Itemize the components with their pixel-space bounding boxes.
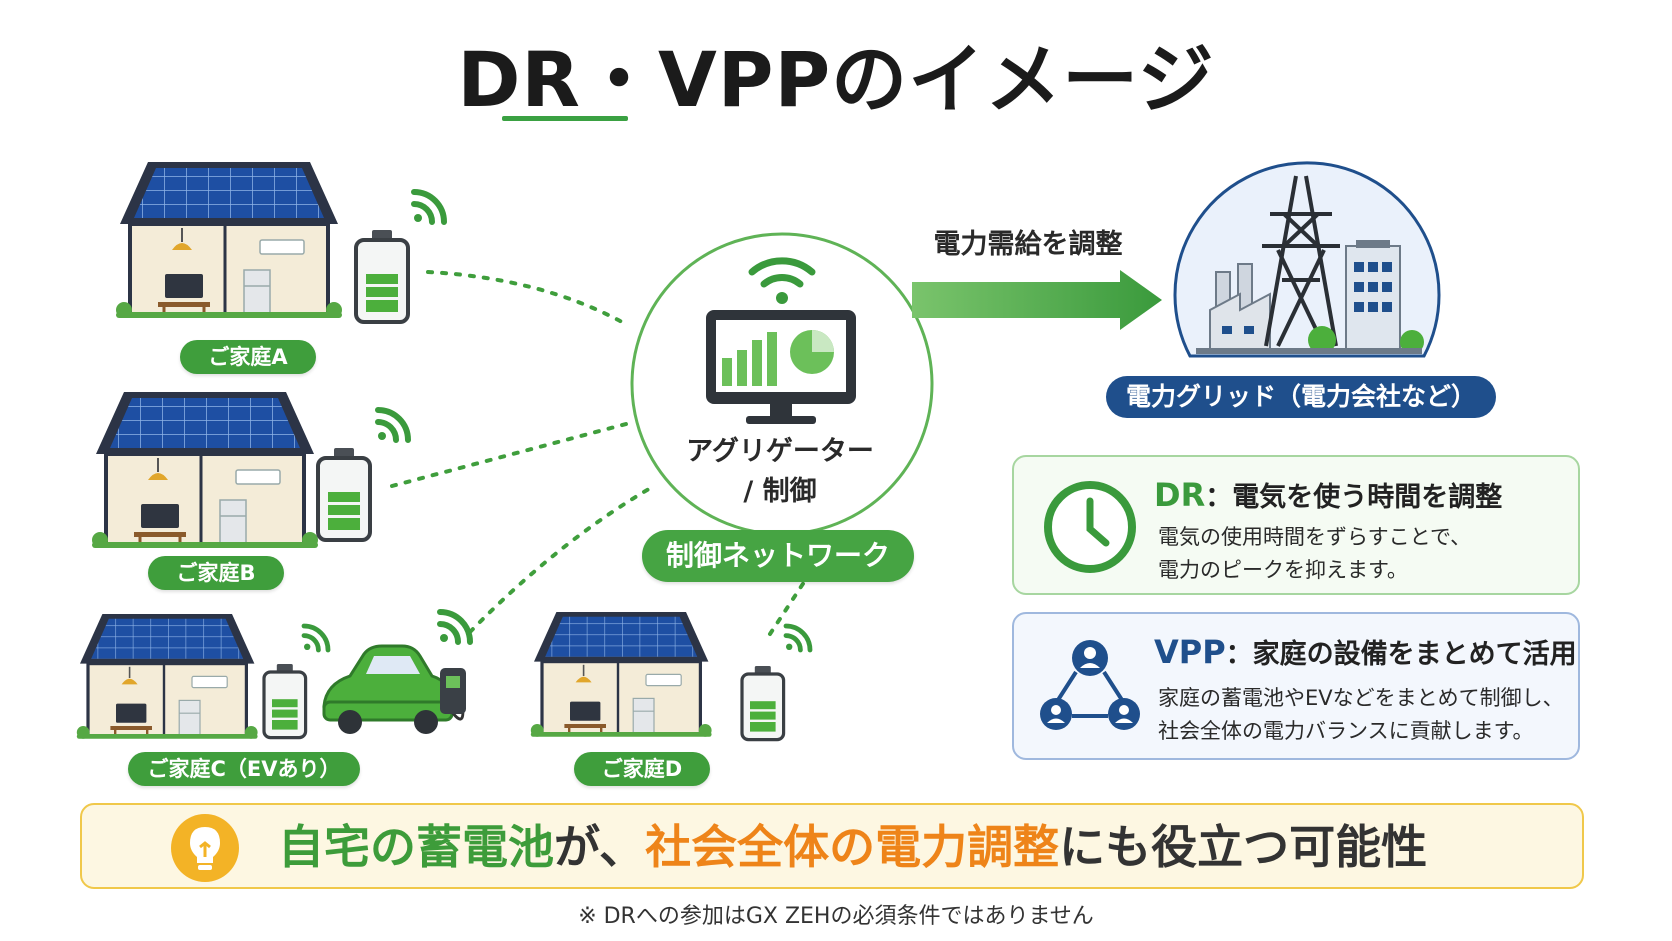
vpp-heading: VPP：家庭の設備をまとめて活用: [1154, 632, 1577, 671]
aggregator-label-line2: / 制御: [743, 476, 817, 507]
vpp-card: VPP：家庭の設備をまとめて活用 家庭の蓄電池やEVなどをまとめて制御し、 社会…: [1012, 612, 1580, 760]
banner-part4: にも役立つ可能性: [1059, 820, 1428, 874]
household-c: [75, 612, 470, 741]
power-grid-label: 電力グリッド（電力会社など）: [1106, 376, 1496, 418]
household-label-c: ご家庭C（EVあり）: [128, 752, 360, 786]
electric-car-icon: [322, 644, 466, 734]
dr-description: 電気の使用時間をずらすことで、 電力のピークを抑えます。: [1158, 521, 1471, 587]
wifi-icon: [748, 257, 816, 304]
lightbulb-icon: [171, 814, 239, 882]
banner-part3: 社会全体の電力調整: [645, 820, 1060, 874]
household-label-b: ご家庭B: [148, 556, 284, 590]
title-underline: [502, 116, 628, 121]
connector-lines: [390, 270, 814, 636]
dr-description-line1: 電気の使用時間をずらすことで、: [1158, 525, 1472, 549]
banner-part1: 自宅の蓄電池: [278, 820, 554, 874]
dr-heading-text: ：電気を使う時間を調整: [1205, 482, 1503, 513]
aggregator-hub: [630, 232, 934, 536]
arrow-icon: [912, 270, 1162, 330]
vpp-description: 家庭の蓄電池やEVなどをまとめて制御し、 社会全体の電力バランスに貢献します。: [1158, 682, 1564, 748]
household-label-d: ご家庭D: [574, 752, 710, 786]
arrow-label: 電力需給を調整: [933, 229, 1123, 260]
page-title: DR・VPPのイメージ: [457, 35, 1215, 124]
dr-code: DR: [1154, 476, 1206, 514]
vpp-heading-text: ：家庭の設備をまとめて活用: [1225, 639, 1577, 670]
footnote: ※ DRへの参加はGX ZEHの必須条件ではありません: [578, 904, 1094, 929]
household-d: [529, 610, 810, 742]
banner-part2: が、: [554, 820, 646, 874]
dr-card: DR：電気を使う時間を調整 電気の使用時間をずらすことで、 電力のピークを抑えま…: [1012, 455, 1580, 595]
power-grid-illustration: [1173, 161, 1441, 358]
control-network-label: 制御ネットワーク: [642, 530, 914, 582]
aggregator-label-line1: アグリゲーター: [686, 436, 874, 467]
vpp-description-line1: 家庭の蓄電池やEVなどをまとめて制御し、: [1158, 686, 1564, 710]
clock-icon: [1044, 481, 1136, 573]
household-a: [114, 160, 444, 324]
banner-text: 自宅の蓄電池が、社会全体の電力調整にも役立つ可能性: [278, 815, 1427, 879]
dr-heading: DR：電気を使う時間を調整: [1154, 475, 1502, 514]
people-network-icon: [1040, 640, 1140, 730]
monitor-chart-icon: [706, 310, 856, 424]
vpp-code: VPP: [1154, 633, 1226, 671]
household-label-a: ご家庭A: [180, 340, 316, 374]
vpp-description-line2: 社会全体の電力バランスに貢献します。: [1158, 719, 1534, 743]
aggregator-label: アグリゲーター / 制御: [640, 432, 920, 512]
household-b: [90, 390, 408, 550]
dr-description-line2: 電力のピークを抑えます。: [1158, 558, 1408, 582]
summary-banner: 自宅の蓄電池が、社会全体の電力調整にも役立つ可能性: [80, 803, 1584, 889]
